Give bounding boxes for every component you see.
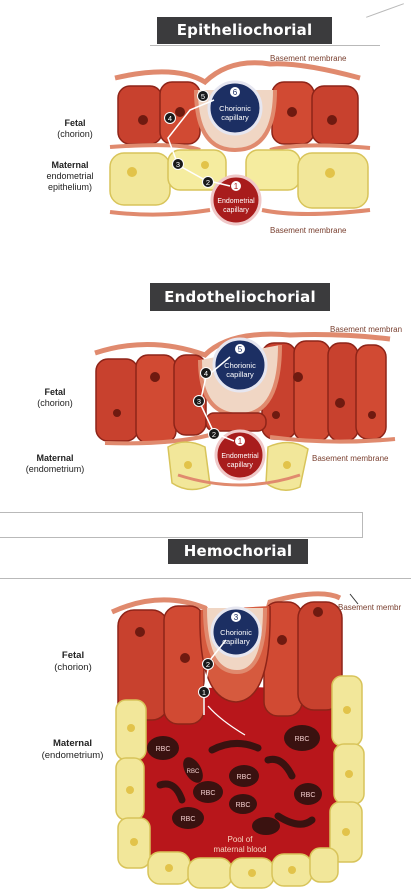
divider-line	[366, 3, 404, 18]
cell-nucleus	[293, 372, 303, 382]
step-marker-label: 3	[197, 397, 201, 406]
cell-nucleus	[287, 107, 297, 117]
divider-line	[362, 512, 363, 538]
rbc-label: RBC	[237, 774, 252, 781]
basement-membrane-label-bottom: Basement membrane	[270, 226, 347, 235]
basement-membrane-top	[115, 63, 360, 82]
cell-nucleus	[150, 372, 160, 382]
maternal-cell	[188, 858, 232, 888]
basement-membrane-label-top: Basement membrane	[270, 54, 347, 63]
endometrial-capillary-line2: capillary	[223, 207, 249, 214]
step-marker-label: 5	[201, 92, 205, 101]
cell-nucleus	[130, 838, 138, 846]
endometrial-capillary-line1: Endometrial	[221, 453, 259, 460]
cell-nucleus	[335, 398, 345, 408]
rbc-label: RBC	[201, 790, 216, 797]
pool-label-line2: maternal blood	[214, 845, 267, 854]
rbc	[252, 817, 280, 835]
cell-nucleus	[138, 115, 148, 125]
pool-label-line1: Pool of	[228, 835, 254, 844]
cell-nucleus	[342, 828, 350, 836]
divider-line	[0, 578, 411, 579]
cell-nucleus	[283, 461, 291, 469]
step-marker-label: 1	[202, 688, 206, 697]
basement-membrane-label-top: Basement membran	[330, 325, 402, 334]
fetal-cell	[312, 86, 358, 144]
rbc-label: RBC	[181, 816, 196, 823]
cell-nucleus	[288, 866, 296, 874]
maternal-cell	[110, 153, 170, 205]
step-marker-label: 2	[212, 430, 216, 439]
step-marker-label: 4	[168, 114, 172, 123]
cell-nucleus	[113, 409, 121, 417]
chorionic-capillary-line2: capillary	[221, 113, 249, 122]
cell-nucleus	[272, 411, 280, 419]
cell-nucleus	[343, 706, 351, 714]
basement-membrane-label-bottom: Basement membrane	[312, 454, 389, 463]
step-number: 6	[233, 88, 238, 97]
endometrial-capillary-line2: capillary	[227, 462, 253, 469]
fetal-cell	[164, 606, 204, 724]
chorionic-capillary-line1: Chorionic	[219, 104, 251, 113]
fetal-cell	[328, 343, 358, 441]
chorionic-capillary-line1: Chorionic	[224, 361, 256, 370]
chorionic-capillary-line1: Chorionic	[220, 628, 252, 637]
cell-nucleus	[165, 864, 173, 872]
fetal-cell	[136, 355, 176, 443]
cell-nucleus	[345, 770, 353, 778]
step-marker-label: 3	[176, 160, 180, 169]
basement-membrane-label-top: Basement membr	[338, 603, 401, 612]
step-number: 3	[234, 613, 239, 622]
rbc-label: RBC	[301, 792, 316, 799]
cell-nucleus	[277, 635, 287, 645]
rbc-label: RBC	[236, 802, 251, 809]
epitheliochorial-diagram: 6 Chorionic capillary 1 Endometrial capi…	[0, 50, 411, 260]
panel-title-hemochorial: Hemochorial	[168, 539, 308, 564]
endometrial-capillary-line1: Endometrial	[217, 198, 255, 205]
step-number: 1	[238, 437, 243, 446]
step-number: 5	[238, 345, 243, 354]
fetal-cell	[356, 345, 386, 439]
fetal-cell	[294, 341, 330, 441]
divider-line	[0, 512, 362, 513]
fetal-cell	[96, 359, 138, 441]
step-number: 1	[234, 182, 239, 191]
cell-nucleus	[180, 653, 190, 663]
endotheliochorial-diagram: 5 Chorionic capillary 1 Endometrial capi…	[0, 315, 411, 505]
maternal-cell	[310, 848, 338, 882]
step-marker-label: 4	[204, 369, 208, 378]
cell-nucleus	[175, 107, 185, 117]
divider-line	[0, 537, 362, 538]
cell-nucleus	[127, 167, 137, 177]
cell-nucleus	[327, 115, 337, 125]
chorionic-capillary-line2: capillary	[226, 370, 254, 379]
cell-nucleus	[184, 461, 192, 469]
panel-title-endotheliochorial: Endotheliochorial	[150, 283, 330, 311]
cell-nucleus	[201, 161, 209, 169]
cell-nucleus	[126, 786, 134, 794]
cell-nucleus	[248, 869, 256, 877]
rbc-label: RBC	[156, 746, 171, 753]
fetal-cell	[118, 86, 162, 144]
hemochorial-diagram: 3 Chorionic capillary	[0, 580, 411, 894]
cell-nucleus	[325, 168, 335, 178]
chorionic-capillary-line2: capillary	[222, 637, 250, 646]
cell-nucleus	[135, 627, 145, 637]
divider-line	[150, 45, 380, 46]
cell-nucleus	[368, 411, 376, 419]
step-marker-label: 2	[206, 178, 210, 187]
rbc-label: RBC	[187, 769, 200, 775]
cell-nucleus	[127, 724, 135, 732]
panel-title-epitheliochorial: Epitheliochorial	[157, 17, 332, 44]
maternal-cell	[298, 153, 368, 208]
rbc-label: RBC	[295, 736, 310, 743]
cell-nucleus	[313, 607, 323, 617]
step-marker-label: 2	[206, 660, 210, 669]
